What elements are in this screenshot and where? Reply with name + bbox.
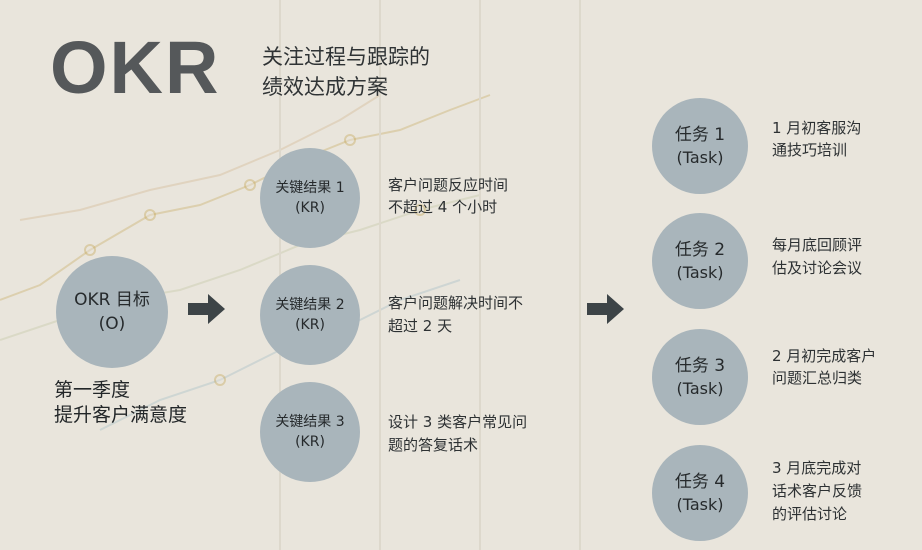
key-result-circle-3: 关键结果 3 (KR)	[260, 382, 360, 482]
task-circle-4: 任务 4 (Task)	[652, 445, 748, 541]
key-result-desc-3-line-1: 设计 3 类客户常见问	[388, 413, 528, 431]
key-result-label: 关键结果 1	[275, 180, 345, 196]
key-result-code: (KR)	[295, 200, 325, 216]
task-desc-2-line-2: 估及讨论会议	[772, 259, 863, 277]
key-result-desc-1-line-2: 不超过 4 个小时	[388, 198, 498, 216]
task-desc-1-line-1: 1 月初客服沟	[772, 119, 862, 137]
key-result-circle-1: 关键结果 1 (KR)	[260, 148, 360, 248]
objective-circle: OKR 目标 (O)	[56, 256, 168, 368]
key-result-desc-3-line-2: 题的答复话术	[388, 436, 479, 454]
task-desc-4-line-3: 的评估讨论	[772, 505, 848, 523]
task-code: (Task)	[676, 147, 724, 167]
subtitle-line-2: 绩效达成方案	[262, 75, 388, 99]
key-result-desc-2-line-1: 客户问题解决时间不	[388, 294, 524, 312]
task-circle-1: 任务 1 (Task)	[652, 98, 748, 194]
task-label: 任务 2	[674, 239, 726, 260]
key-result-label: 关键结果 3	[275, 414, 345, 430]
task-desc-3-line-2: 问题汇总归类	[772, 369, 863, 387]
task-desc-4-line-2: 话术客户反馈	[772, 482, 863, 500]
task-desc-1-line-2: 通技巧培训	[772, 141, 848, 159]
task-label: 任务 3	[674, 355, 726, 376]
page-title: OKR	[50, 26, 221, 109]
key-result-code: (KR)	[295, 317, 325, 333]
task-code: (Task)	[676, 378, 724, 398]
key-result-circle-2: 关键结果 2 (KR)	[260, 265, 360, 365]
task-desc-4-line-1: 3 月底完成对	[772, 459, 862, 477]
task-label: 任务 1	[674, 124, 726, 145]
right-arrow-icon	[587, 294, 624, 324]
task-circle-2: 任务 2 (Task)	[652, 213, 748, 309]
subtitle-line-1: 关注过程与跟踪的	[262, 45, 430, 69]
objective-desc-line-2: 提升客户满意度	[54, 404, 188, 426]
right-arrow-icon	[188, 294, 225, 324]
key-result-desc-1-line-1: 客户问题反应时间	[388, 176, 509, 194]
objective-code: (O)	[98, 314, 126, 334]
task-code: (Task)	[676, 494, 724, 514]
task-circle-3: 任务 3 (Task)	[652, 329, 748, 425]
objective-desc-line-1: 第一季度	[54, 379, 131, 401]
key-result-label: 关键结果 2	[275, 297, 345, 313]
task-desc-2-line-1: 每月底回顾评	[772, 236, 863, 254]
task-label: 任务 4	[674, 471, 726, 492]
task-code: (Task)	[676, 262, 724, 282]
key-result-desc-2-line-2: 超过 2 天	[388, 317, 453, 335]
key-result-code: (KR)	[295, 434, 325, 450]
task-desc-3-line-1: 2 月初完成客户	[772, 347, 877, 365]
objective-label: OKR 目标	[74, 290, 150, 310]
